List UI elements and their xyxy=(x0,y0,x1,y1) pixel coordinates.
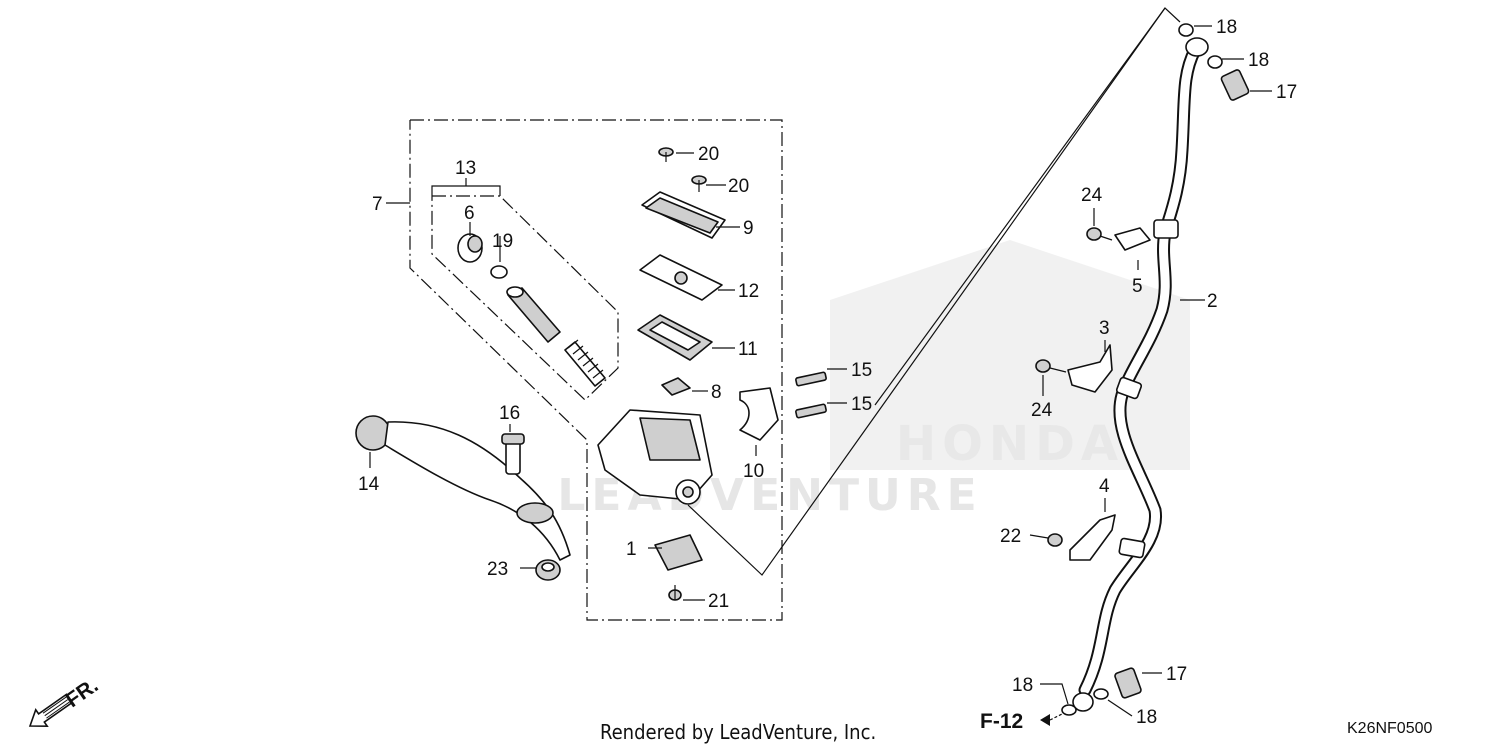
assembly-boundary-7 xyxy=(409,119,783,621)
callout-24b: 24 xyxy=(1031,400,1053,421)
diaphragm-plate[interactable] xyxy=(639,254,723,301)
hose-clamp-3[interactable] xyxy=(1067,344,1113,393)
master-cylinder-body[interactable] xyxy=(597,409,713,505)
hose-connection-line xyxy=(687,7,1181,576)
callout-15b: 15 xyxy=(851,394,872,415)
figure-reference: F-12 xyxy=(980,710,1023,733)
callout-12: 12 xyxy=(738,281,759,302)
banjo-bolt-17b[interactable] xyxy=(1114,667,1142,699)
bolt-24a[interactable] xyxy=(1086,227,1113,241)
callout-18a: 18 xyxy=(1216,17,1237,38)
brake-lever[interactable] xyxy=(355,415,571,561)
callout-20a: 20 xyxy=(698,144,719,165)
callout-10: 10 xyxy=(743,461,764,482)
figure-reference-arrow xyxy=(1040,712,1065,726)
banjo-fitting-bottom[interactable] xyxy=(1072,692,1094,712)
screw-20a[interactable] xyxy=(658,147,674,162)
callout-18d: 18 xyxy=(1136,707,1157,728)
screw-20b[interactable] xyxy=(691,175,707,192)
callout-labels: 1 2 3 4 5 6 7 8 9 10 11 12 13 14 15 15 1… xyxy=(358,17,1297,728)
sealing-washer-18a[interactable] xyxy=(1178,23,1194,37)
callout-23: 23 xyxy=(487,559,508,580)
sealing-washer-18b[interactable] xyxy=(1207,55,1223,69)
callout-16: 16 xyxy=(499,403,520,424)
diagram-code: K26NF0500 xyxy=(1347,720,1432,737)
sealing-washer-18c[interactable] xyxy=(1061,704,1077,716)
pivot-bolt[interactable] xyxy=(501,433,525,475)
reservoir-cap[interactable] xyxy=(641,191,726,239)
callout-18b: 18 xyxy=(1248,50,1269,71)
hose-clamp-5[interactable] xyxy=(1114,227,1151,251)
callout-7: 7 xyxy=(372,194,383,215)
callout-17a: 17 xyxy=(1276,82,1297,103)
brake-light-switch[interactable] xyxy=(654,534,703,571)
rendered-by-credit: Rendered by LeadVenture, Inc. xyxy=(600,720,876,744)
hose-connection-line-2 xyxy=(874,7,1166,406)
clamp-8[interactable] xyxy=(661,377,691,396)
banjo-fitting-top[interactable] xyxy=(1185,37,1209,57)
callout-1: 1 xyxy=(626,539,637,560)
callout-2: 2 xyxy=(1207,291,1218,312)
brake-hose[interactable] xyxy=(1078,43,1202,697)
callout-22: 22 xyxy=(1000,526,1021,547)
diaphragm[interactable] xyxy=(637,314,713,361)
callout-14: 14 xyxy=(358,474,380,495)
piston[interactable] xyxy=(506,286,561,343)
honda-watermark: HONDA xyxy=(830,240,1190,472)
callout-15a: 15 xyxy=(851,360,872,381)
callout-5: 5 xyxy=(1132,276,1143,297)
callout-3: 3 xyxy=(1099,318,1110,339)
sealing-washer-18d[interactable] xyxy=(1093,688,1109,700)
callout-6: 6 xyxy=(464,203,475,224)
watermark-brand: HONDA xyxy=(896,416,1124,472)
callout-8: 8 xyxy=(711,382,722,403)
bolt-22[interactable] xyxy=(1047,533,1063,547)
callout-4: 4 xyxy=(1099,476,1110,497)
callout-11: 11 xyxy=(738,339,758,360)
bolt-24b[interactable] xyxy=(1035,359,1067,373)
callout-21: 21 xyxy=(708,591,729,612)
callout-19: 19 xyxy=(492,231,513,252)
banjo-bolt-17a[interactable] xyxy=(1220,69,1250,101)
hose-guide-4[interactable] xyxy=(1069,514,1116,561)
callout-9: 9 xyxy=(743,218,754,239)
callout-13: 13 xyxy=(455,158,476,179)
callout-24a: 24 xyxy=(1081,185,1103,206)
front-direction-arrow xyxy=(28,693,74,727)
leader-lines xyxy=(369,25,1272,717)
piston-spring[interactable] xyxy=(564,339,606,387)
callout-18c: 18 xyxy=(1012,675,1033,696)
bolt-15b[interactable] xyxy=(795,403,827,419)
piston-boot[interactable] xyxy=(457,233,483,263)
bolt-15a[interactable] xyxy=(795,371,827,387)
circlip[interactable] xyxy=(490,265,508,279)
holder-clamp-10[interactable] xyxy=(739,387,779,441)
pivot-nut[interactable] xyxy=(535,559,561,581)
screw-21[interactable] xyxy=(668,585,682,601)
callout-20b: 20 xyxy=(728,176,749,197)
callout-17b: 17 xyxy=(1166,664,1187,685)
